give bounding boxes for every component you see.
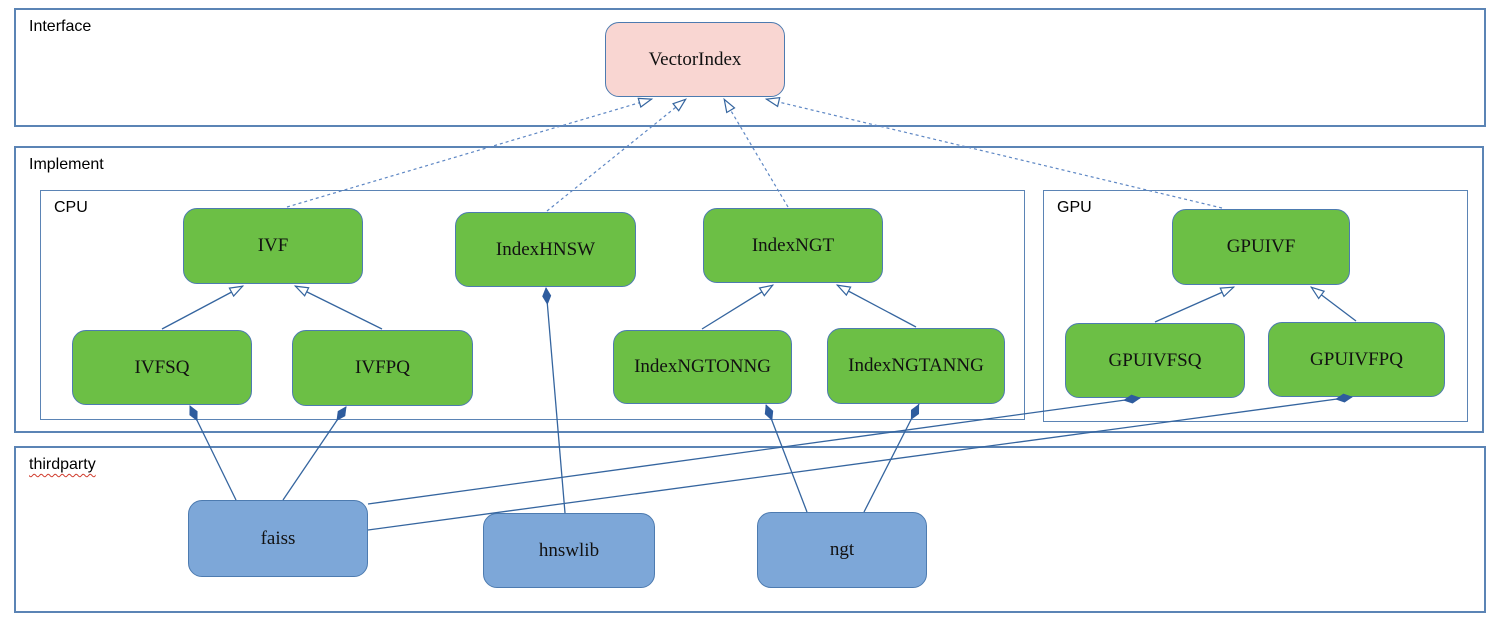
node-gpuivfpq-label: GPUIVFPQ — [1310, 348, 1403, 370]
node-ivf[interactable]: IVF — [183, 208, 363, 284]
container-cpu-label: CPU — [54, 199, 88, 216]
node-hnswlib[interactable]: hnswlib — [483, 513, 655, 588]
container-gpu-label: GPU — [1057, 199, 1092, 216]
node-vectorindex[interactable]: VectorIndex — [605, 22, 785, 97]
node-ivfpq-label: IVFPQ — [355, 357, 410, 378]
node-ivfsq-label: IVFSQ — [134, 356, 190, 378]
node-indexngtonng-label: IndexNGTONNG — [634, 356, 771, 377]
node-gpuivf[interactable]: GPUIVF — [1172, 209, 1350, 285]
node-indexngtanng[interactable]: IndexNGTANNG — [827, 328, 1005, 404]
container-interface-label: Interface — [29, 18, 92, 35]
node-faiss[interactable]: faiss — [188, 500, 368, 577]
node-gpuivfsq-label: GPUIVFSQ — [1108, 349, 1202, 371]
node-faiss-label: faiss — [260, 527, 296, 549]
node-indexngt-label: IndexNGT — [751, 234, 835, 256]
node-gpuivf-label: GPUIVF — [1226, 236, 1296, 257]
node-indexhnsw[interactable]: IndexHNSW — [455, 212, 636, 287]
node-ivfpq[interactable]: IVFPQ — [292, 330, 473, 406]
node-ngt-label: ngt — [829, 539, 855, 560]
node-hnswlib-label: hnswlib — [538, 539, 600, 561]
node-indexngt[interactable]: IndexNGT — [703, 208, 883, 283]
node-indexngtonng[interactable]: IndexNGTONNG — [613, 330, 792, 404]
node-ivfsq[interactable]: IVFSQ — [72, 330, 252, 405]
node-gpuivfpq[interactable]: GPUIVFPQ — [1268, 322, 1445, 397]
node-vectorindex-label: VectorIndex — [648, 48, 742, 70]
node-indexhnsw-label: IndexHNSW — [495, 238, 596, 260]
container-thirdparty-label: thirdparty — [29, 456, 96, 473]
node-ngt[interactable]: ngt — [757, 512, 927, 588]
container-implement-label: Implement — [29, 156, 104, 173]
node-ivf-label: IVF — [257, 235, 289, 256]
node-indexngtanng-label: IndexNGTANNG — [848, 355, 984, 376]
node-gpuivfsq[interactable]: GPUIVFSQ — [1065, 323, 1245, 398]
